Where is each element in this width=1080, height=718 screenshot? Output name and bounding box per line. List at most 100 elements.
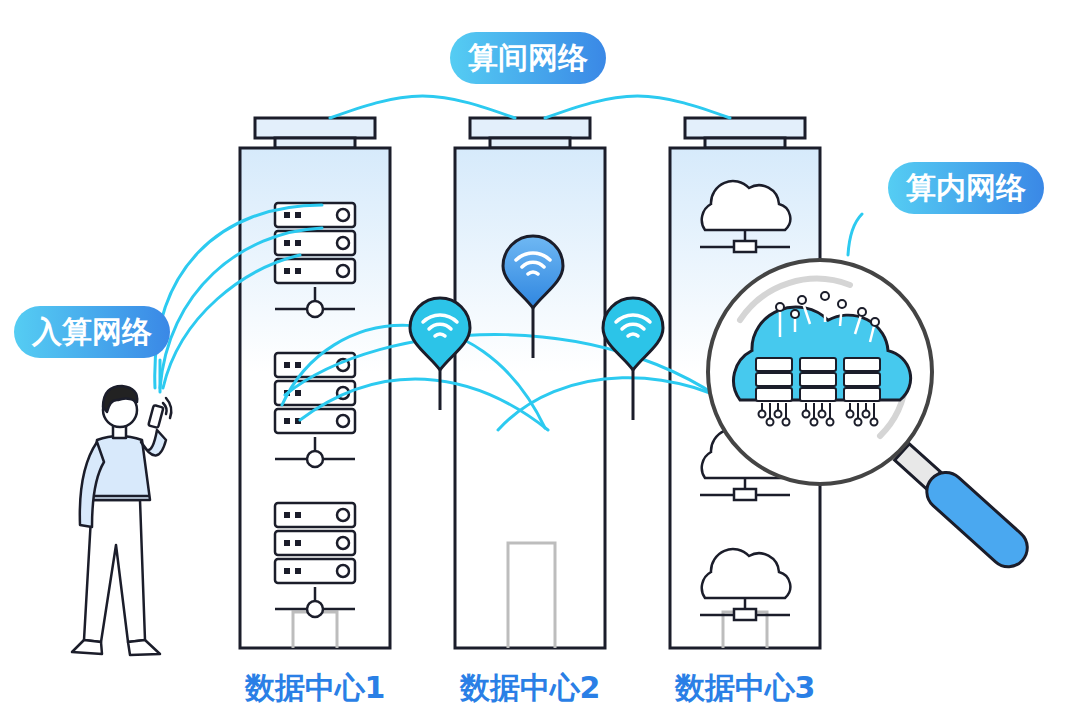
magnifier [769, 403, 771, 418]
server-rack [337, 509, 349, 521]
location-pin [532, 306, 535, 358]
building [240, 148, 390, 648]
node-label: 数据中心2 [460, 670, 601, 706]
location-pin [439, 368, 442, 410]
network-pill: 入算网络 [14, 306, 170, 358]
magnifier [791, 310, 799, 318]
person-figure [72, 386, 171, 655]
server-rack [275, 531, 355, 555]
magnifier [865, 403, 867, 410]
server-rack [337, 209, 349, 221]
server-rack [314, 437, 317, 451]
network-pill: 算内网络 [888, 162, 1044, 214]
cloud-icon [702, 549, 791, 598]
magnifier [919, 465, 1035, 575]
magnifier [800, 373, 836, 386]
magnifier [759, 411, 766, 418]
location-pin [516, 253, 550, 274]
magnifier [800, 358, 836, 371]
door [508, 543, 555, 648]
magnifier [708, 260, 1035, 575]
server-rack [323, 458, 355, 461]
magnifier [855, 419, 862, 426]
node-label: 数据中心1 [245, 670, 386, 706]
network-pill: 算间网络 [450, 32, 606, 84]
location-pin [632, 368, 635, 420]
building [255, 118, 375, 138]
person-figure [90, 495, 150, 498]
location-pin [423, 315, 457, 336]
server-rack [337, 565, 349, 577]
magnifier [775, 411, 782, 418]
server-rack [295, 390, 301, 396]
server-rack [307, 601, 323, 617]
magnifier [783, 419, 790, 426]
server-rack [295, 568, 301, 574]
server-rack [295, 212, 301, 218]
network-link [545, 96, 730, 118]
magnifier [857, 403, 859, 418]
magnifier [777, 403, 779, 410]
magnifier [871, 318, 879, 326]
magnifier [734, 307, 911, 400]
person-figure [148, 405, 163, 428]
magnifier [829, 403, 831, 418]
cloud-icon [700, 181, 790, 252]
server-rack [284, 268, 290, 274]
magnifier [811, 419, 818, 426]
magnifier [798, 296, 806, 304]
server-rack [314, 287, 317, 301]
door [293, 543, 767, 648]
node-label: 数据中心3 [675, 670, 816, 706]
cloud-icon [744, 230, 747, 241]
person-figure [72, 640, 102, 654]
person-figure [128, 640, 160, 655]
location-pin [410, 298, 470, 370]
location-pin [603, 298, 663, 420]
person-figure [163, 398, 171, 418]
server-rack [275, 458, 307, 461]
server-rack [284, 212, 290, 218]
magnifier [873, 403, 875, 418]
signal-curve [163, 255, 300, 388]
cloud-icon [702, 181, 791, 230]
magnifier [844, 373, 880, 386]
location-pin [603, 298, 663, 370]
magnifier [708, 260, 932, 484]
magnifier [858, 308, 866, 316]
magnifier [819, 411, 826, 418]
magnifier [776, 303, 784, 311]
server-rack [275, 608, 307, 611]
magnifier [889, 438, 1035, 575]
magnifier [847, 411, 854, 418]
building [685, 118, 805, 138]
location-pin [503, 236, 563, 308]
magnifier [767, 419, 774, 426]
location-pin [410, 236, 663, 420]
server-rack [337, 415, 349, 427]
signal-curve [160, 228, 322, 388]
server-rack [295, 362, 301, 368]
location-pin [503, 236, 563, 358]
data-center-building: 数据中心2 [455, 118, 605, 714]
server-rack [275, 259, 355, 283]
person-figure [80, 442, 104, 527]
server-rack [337, 265, 349, 277]
magnifier [734, 292, 911, 426]
building [455, 148, 605, 648]
server-rack [323, 308, 355, 311]
server-rack [275, 559, 355, 583]
magnifier [821, 403, 823, 410]
server-rack [337, 537, 349, 549]
magnifier [803, 411, 810, 418]
magnifier [871, 419, 878, 426]
server-rack [295, 268, 301, 274]
server-rack [284, 512, 290, 518]
magnifier [800, 388, 836, 401]
magnifier [849, 403, 851, 410]
magnifier [827, 419, 834, 426]
